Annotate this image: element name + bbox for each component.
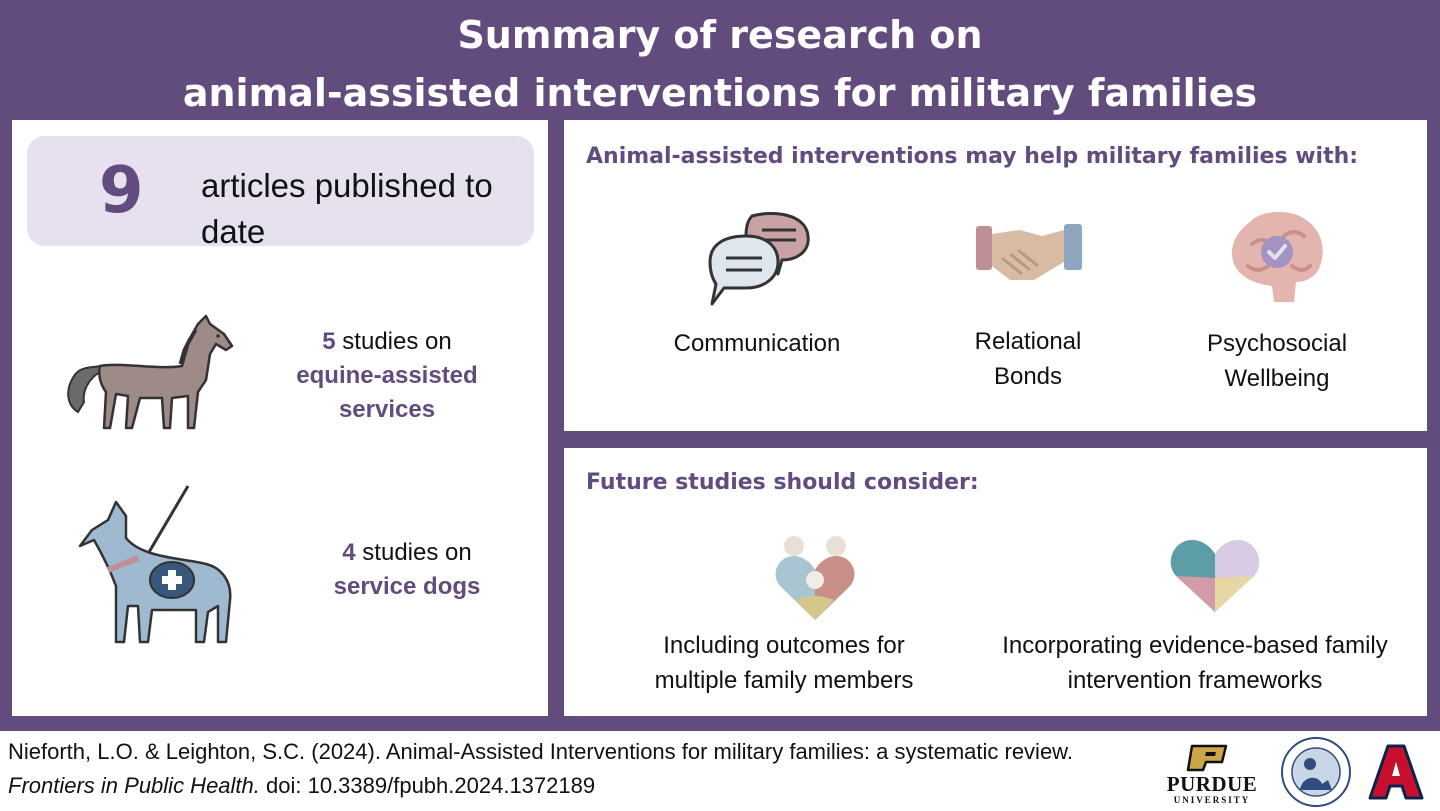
speech-bubbles-icon: [708, 212, 810, 306]
brain-check-icon: [1231, 211, 1323, 302]
future-heading: Future studies should consider:: [586, 470, 979, 495]
dog-count: 4: [342, 539, 356, 566]
title-line-2: animal-assisted interventions for milita…: [182, 71, 1258, 115]
equine-text-a: studies on: [335, 328, 452, 355]
benefits-heading: Animal-assisted interventions may help m…: [586, 144, 1359, 169]
benefit-label-psychosocial-wellbeing: Psychosocial Wellbeing: [1206, 330, 1348, 392]
arizona-logo-icon: [1368, 744, 1424, 800]
puzzle-heart-icon: [1170, 540, 1260, 612]
dog-text-b: service dogs: [333, 573, 481, 600]
page-title: Summary of research on animal-assisted i…: [0, 6, 1440, 122]
title-line-1: Summary of research on: [457, 13, 983, 57]
dog-study-count: 4 studies on service dogs: [282, 536, 532, 604]
future-studies-panel: Future studies should consider: Includin…: [564, 448, 1427, 716]
benefit-label-relational-bonds: Relational Bonds: [974, 328, 1082, 390]
benefits-panel: Animal-assisted interventions may help m…: [564, 120, 1427, 431]
article-count-box: 9 articles published to date: [27, 136, 534, 250]
handshake-icon: [976, 224, 1082, 280]
future-label-frameworks: Incorporating evidence-based family inte…: [1002, 632, 1388, 694]
article-count-number: 9: [99, 154, 144, 228]
equine-count: 5: [322, 328, 336, 355]
benefit-label-communication: Communication: [673, 330, 841, 357]
purdue-logo-sub: UNIVERSITY: [1173, 795, 1251, 805]
citation-authors: Nieforth, L.O. & Leighton, S.C. (2024). …: [8, 739, 1073, 764]
article-count-label: articles published to date: [201, 167, 493, 250]
family-heart-icon: [775, 536, 855, 620]
service-dog-icon: [78, 485, 232, 644]
dog-text-a: studies on: [355, 539, 472, 566]
human-animal-bond-center-seal-icon: [1281, 737, 1351, 807]
citation-text: Nieforth, L.O. & Leighton, S.C. (2024). …: [8, 735, 1128, 803]
citation-journal: Frontiers in Public Health.: [8, 773, 260, 798]
equine-text-b: equine-assisted services: [296, 362, 478, 423]
purdue-logo-icon: [1186, 744, 1228, 772]
purdue-logo-name: PURDUE: [1166, 772, 1258, 796]
citation-doi: doi: 10.3389/fpubh.2024.1372189: [259, 773, 596, 798]
equine-study-count: 5 studies on equine-assisted services: [262, 325, 512, 427]
summary-counts-panel: 9 articles published to date 5 studies o…: [12, 120, 548, 716]
horse-icon: [67, 314, 234, 430]
citation-footer: Nieforth, L.O. & Leighton, S.C. (2024). …: [0, 731, 1440, 811]
future-label-family-outcomes: Including outcomes for multiple family m…: [654, 632, 914, 694]
